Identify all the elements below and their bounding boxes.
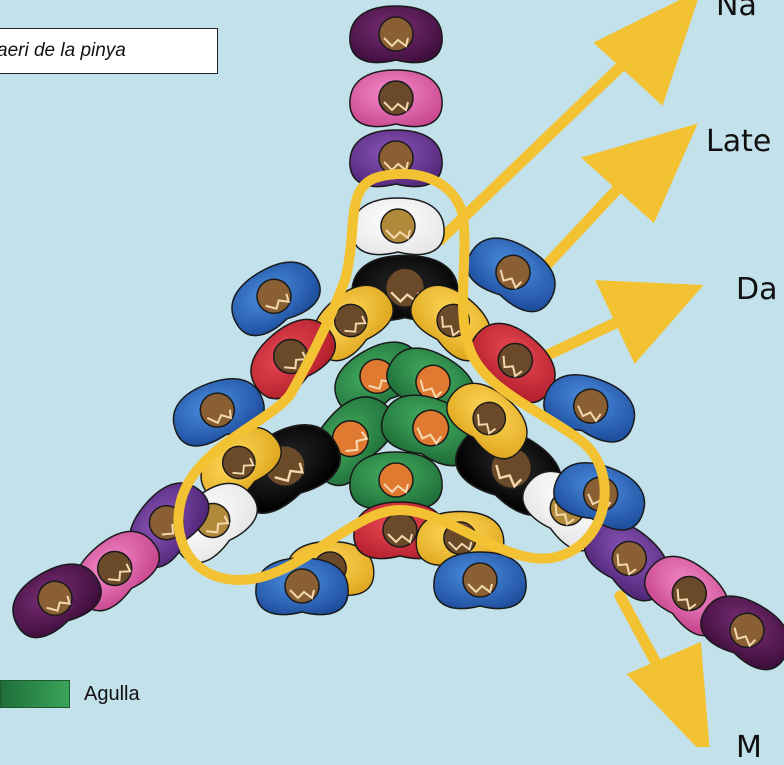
casteller-tercera-ma	[350, 70, 442, 127]
head	[379, 81, 413, 115]
label-laterals: Late	[706, 124, 771, 159]
arrow-laterals-shaft	[540, 182, 624, 272]
arrow-mans-head	[636, 650, 704, 747]
castellers	[1, 6, 784, 678]
head	[379, 463, 413, 497]
legend-swatch-agulla	[0, 680, 70, 708]
label-nau: Na	[716, 0, 757, 23]
casteller-vent	[352, 198, 444, 255]
legend-label-agulla: Agulla	[84, 683, 140, 706]
label-mans: M	[736, 730, 762, 765]
casteller-agulla	[350, 452, 442, 509]
casteller-lateral	[256, 558, 348, 615]
arrow-nau-head	[603, 0, 692, 96]
head	[285, 569, 319, 603]
pinya-diagram	[0, 0, 784, 747]
title-box: aeri de la pinya	[0, 28, 218, 74]
label-daus: Da	[736, 272, 777, 307]
casteller-lateral	[434, 552, 526, 609]
title-text: aeri de la pinya	[0, 40, 126, 61]
arrow-nau-shaft	[440, 48, 640, 240]
head	[463, 563, 497, 597]
arrow-daus-head	[604, 286, 692, 354]
head	[381, 209, 415, 243]
head	[379, 17, 413, 51]
head	[383, 513, 417, 547]
legend: Agulla	[0, 680, 140, 708]
casteller-quarta-ma	[350, 6, 442, 63]
